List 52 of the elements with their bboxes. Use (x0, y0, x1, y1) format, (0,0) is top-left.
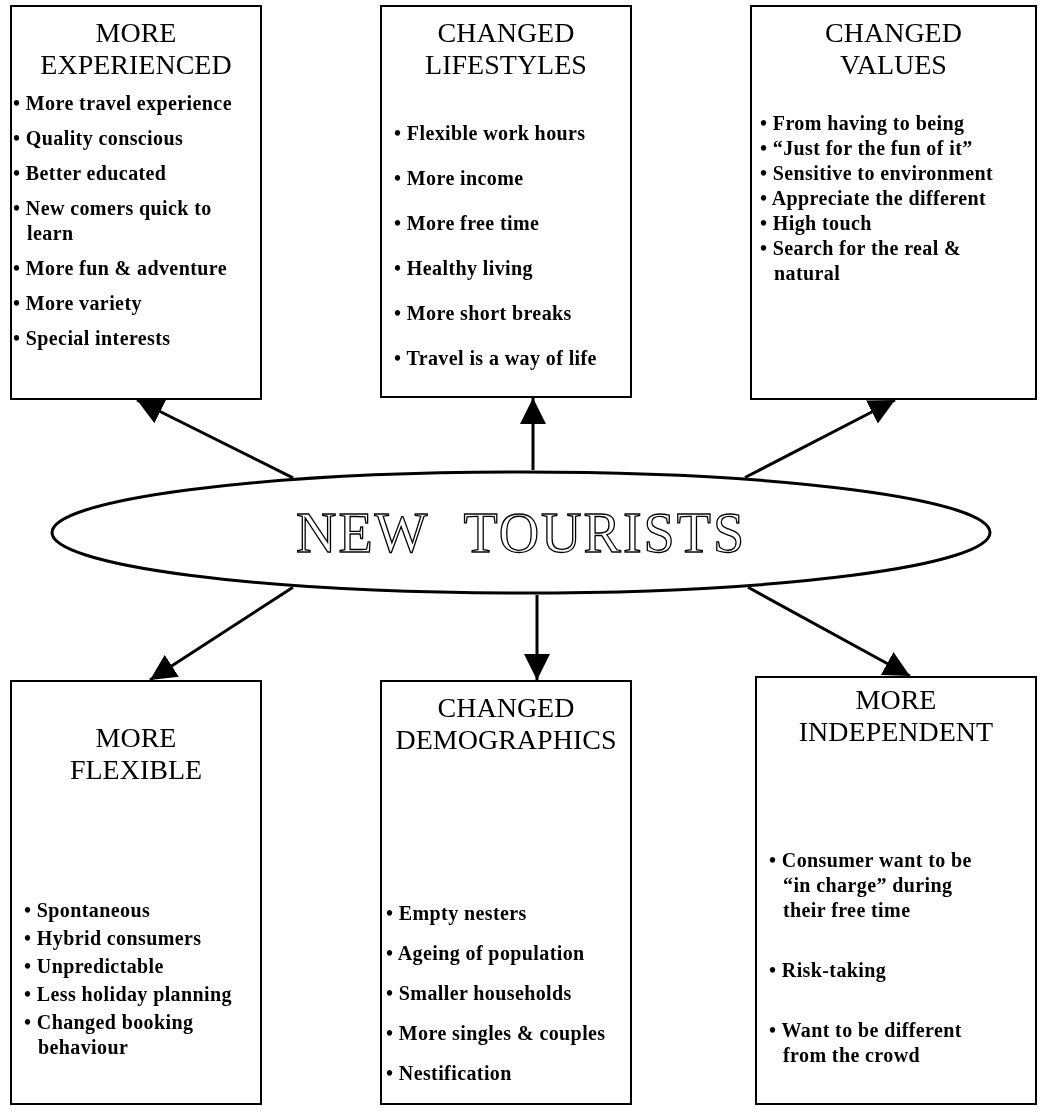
bullet-item: • Appreciate the different (760, 186, 988, 211)
bullet-item: • More travel experience (13, 91, 233, 116)
box-heading: MORE EXPERIENCED (39, 17, 233, 81)
bullet-item: • Spontaneous (24, 898, 152, 923)
central-title: NEW TOURISTS (294, 500, 748, 565)
bullet-item: • Unpredictable (24, 954, 165, 979)
arrow (524, 594, 550, 680)
category-box (750, 5, 1037, 400)
box-heading: MORE INDEPENDENT (797, 684, 995, 748)
category-box (380, 680, 632, 1105)
box-heading: MORE FLEXIBLE (68, 722, 204, 786)
arrow (136, 398, 294, 480)
bullet-item: • Smaller households (386, 981, 573, 1006)
bullet-item: • Ageing of population (386, 941, 586, 966)
bullet-item: • Hybrid consumers (24, 926, 203, 951)
box-heading: CHANGED LIFESTYLES (424, 17, 588, 81)
bullet-item: • New comers quick to learn (13, 196, 213, 246)
bullet-item: • High touch (760, 211, 873, 236)
arrow (744, 398, 896, 479)
bullet-item: • Risk-taking (769, 958, 888, 983)
bullet-item: • Empty nesters (386, 901, 528, 926)
bullet-item: • Consumer want to be “in charge” during their free time (769, 848, 973, 923)
bullet-item: • Search for the real & natural (760, 236, 963, 286)
bullet-item: • Nestification (386, 1061, 513, 1086)
box-heading: CHANGED DEMOGRAPHICS (394, 692, 618, 756)
bullet-item: • Changed booking behaviour (24, 1010, 195, 1060)
category-box (10, 5, 262, 400)
category-box (755, 676, 1037, 1105)
bullet-item: • Less holiday planning (24, 982, 233, 1007)
bullet-item: • Better educated (13, 161, 168, 186)
bullet-item: • More free time (394, 211, 541, 236)
category-box (380, 5, 632, 398)
bullet-item: • From having to being (760, 111, 966, 136)
bullet-item: • Flexible work hours (394, 121, 587, 146)
central-ellipse (50, 470, 992, 595)
arrow (149, 585, 294, 682)
bullet-item: • “Just for the fun of it” (760, 136, 974, 161)
box-heading: CHANGED VALUES (824, 17, 963, 81)
bullet-item: • Sensitive to environment (760, 161, 995, 186)
bullet-item: • More singles & couples (386, 1021, 607, 1046)
category-box (10, 680, 262, 1105)
arrow (747, 585, 911, 678)
bullet-item: • Special interests (13, 326, 172, 351)
bullet-item: • More income (394, 166, 525, 191)
bullet-item: • Travel is a way of life (394, 346, 598, 371)
bullet-item: • Quality conscious (13, 126, 185, 151)
bullet-item: • More variety (13, 291, 143, 316)
arrow (520, 398, 546, 470)
bullet-item: • More short breaks (394, 301, 573, 326)
bullet-item: • Healthy living (394, 256, 534, 281)
bullet-item: • More fun & adventure (13, 256, 228, 281)
bullet-item: • Want to be different from the crowd (769, 1018, 963, 1068)
